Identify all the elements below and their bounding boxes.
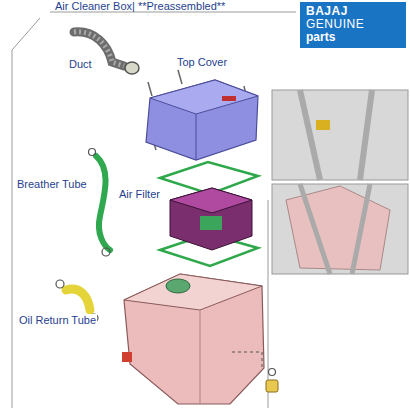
part-label: Oil Return Tube (18, 314, 97, 327)
part-label: Air Filter (118, 188, 161, 201)
logo-text: BAJAJ (306, 5, 400, 18)
logo-badge: BAJAJGENUINEparts (300, 2, 406, 48)
logo-text: GENUINE (306, 18, 400, 31)
diagram-title: Air Cleaner Box| **Preassembled** (55, 0, 225, 13)
part-label: Duct (68, 58, 93, 71)
logo-text: parts (306, 31, 400, 44)
part-label: Breather Tube (16, 178, 88, 191)
part-label: Top Cover (176, 56, 228, 69)
